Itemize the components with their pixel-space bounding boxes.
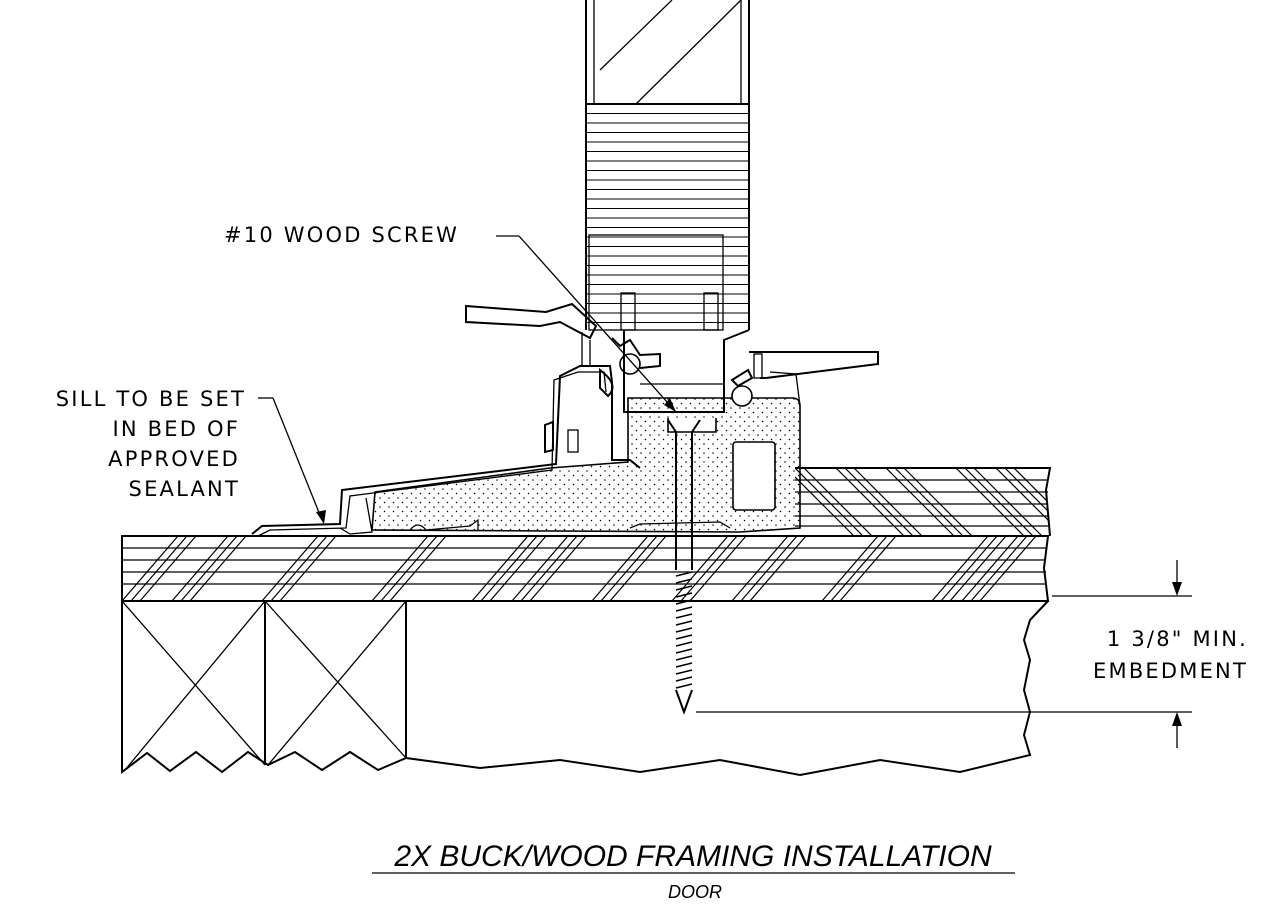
subfloor-hatch-line bbox=[270, 536, 328, 601]
screw-thread-line bbox=[675, 655, 693, 661]
door-panel bbox=[585, 0, 750, 331]
subfloor-hatch-line bbox=[961, 536, 1019, 601]
subfloor-hatch-line bbox=[511, 536, 569, 601]
sill-callout: SILL TO BE SET IN BED OF APPROVED SEALAN… bbox=[56, 387, 246, 501]
subfloor-hatch-line bbox=[371, 536, 429, 601]
subfloor-hatch-line bbox=[970, 536, 1028, 601]
subfloor-hatch-line bbox=[671, 536, 729, 601]
screw-thread-line bbox=[675, 571, 693, 577]
sill-callout-line4: SEALANT bbox=[129, 477, 240, 501]
screw-thread-line bbox=[675, 683, 693, 689]
subfloor-hatch-line bbox=[609, 536, 667, 601]
wood-framing bbox=[121, 600, 1049, 777]
annotation-leaders bbox=[258, 235, 1192, 748]
subfloor-hatch-line bbox=[122, 536, 179, 601]
floor-hatch-line bbox=[973, 468, 1043, 536]
subfloor-hatch-line bbox=[931, 536, 989, 601]
subfloor-hatch-line bbox=[940, 536, 998, 601]
subfloor-hatch-line bbox=[979, 536, 1037, 601]
subfloor bbox=[121, 535, 1050, 602]
screw-thread-line bbox=[675, 620, 693, 626]
finish-floor bbox=[795, 467, 1052, 537]
subfloor-hatch-line bbox=[471, 536, 529, 601]
subfloor-hatch-line bbox=[489, 536, 547, 601]
subfloor-hatch-line bbox=[591, 536, 649, 601]
screw-thread-line bbox=[675, 599, 693, 605]
subfloor-hatch-line bbox=[189, 536, 247, 601]
sill-callout-line3: APPROVED bbox=[108, 447, 240, 471]
wood-screw bbox=[667, 419, 701, 715]
door-sill bbox=[251, 292, 879, 537]
floor-hatch-line bbox=[955, 468, 1025, 536]
floor-hatch-line bbox=[903, 468, 973, 536]
embedment-callout: 1 3/8" MIN. EMBEDMENT bbox=[1093, 627, 1248, 683]
drawing-subtitle: DOOR bbox=[668, 882, 722, 902]
subfloor-hatch-line bbox=[689, 536, 747, 601]
subfloor-hatch-line bbox=[731, 536, 789, 601]
subfloor-hatch-line bbox=[389, 536, 447, 601]
screw-thread-line bbox=[675, 592, 693, 598]
floor-hatch-line bbox=[795, 468, 864, 536]
floor-hatch-line bbox=[995, 468, 1050, 536]
subfloor-hatch-line bbox=[830, 536, 888, 601]
floor-hatch-line bbox=[835, 468, 905, 536]
screw-thread-line bbox=[675, 613, 693, 619]
screw-thread-line bbox=[675, 634, 693, 640]
screw-thread-line bbox=[675, 648, 693, 654]
subfloor-hatch-line bbox=[180, 536, 238, 601]
floor-hatch-line bbox=[803, 468, 873, 536]
subfloor-hatch-line bbox=[529, 536, 587, 601]
subfloor-hatch-line bbox=[749, 536, 807, 601]
subfloor-hatch-line bbox=[520, 536, 578, 601]
drawing-title: 2X BUCK/WOOD FRAMING INSTALLATION bbox=[393, 840, 992, 873]
screw-thread-line bbox=[675, 578, 693, 584]
sill-callout-line2: IN BED OF bbox=[112, 417, 240, 441]
floor-hatch-line bbox=[844, 468, 914, 536]
subfloor-hatch-line bbox=[279, 536, 337, 601]
screw-thread-line bbox=[675, 641, 693, 647]
embedment-line2: EMBEDMENT bbox=[1093, 659, 1248, 683]
screw-thread-line bbox=[675, 627, 693, 633]
screw-thread-line bbox=[675, 676, 693, 682]
subfloor-hatch-line bbox=[680, 536, 738, 601]
screw-thread-line bbox=[675, 585, 693, 591]
floor-hatch-line bbox=[964, 468, 1034, 536]
subfloor-hatch-line bbox=[171, 536, 229, 601]
subfloor-hatch-line bbox=[740, 536, 798, 601]
subfloor-hatch-line bbox=[839, 536, 897, 601]
subfloor-hatch-line bbox=[380, 536, 438, 601]
floor-hatch-line bbox=[885, 468, 955, 536]
subfloor-hatch-line bbox=[821, 536, 879, 601]
sill-callout-line1: SILL TO BE SET bbox=[56, 387, 246, 411]
screw-thread-line bbox=[675, 606, 693, 612]
subfloor-hatch-line bbox=[130, 536, 188, 601]
floor-hatch-line bbox=[894, 468, 964, 536]
subfloor-hatch-line bbox=[139, 536, 197, 601]
floor-hatch-line bbox=[1004, 468, 1050, 536]
subfloor-hatch-line bbox=[261, 536, 319, 601]
screw-thread-line bbox=[675, 669, 693, 675]
subfloor-hatch-line bbox=[600, 536, 658, 601]
subfloor-hatch-line bbox=[949, 536, 1007, 601]
screw-callout: #10 WOOD SCREW bbox=[224, 223, 459, 247]
floor-hatch-line bbox=[853, 468, 923, 536]
embedment-line1: 1 3/8" MIN. bbox=[1107, 627, 1248, 651]
subfloor-hatch-line bbox=[480, 536, 538, 601]
screw-thread-line bbox=[675, 662, 693, 668]
